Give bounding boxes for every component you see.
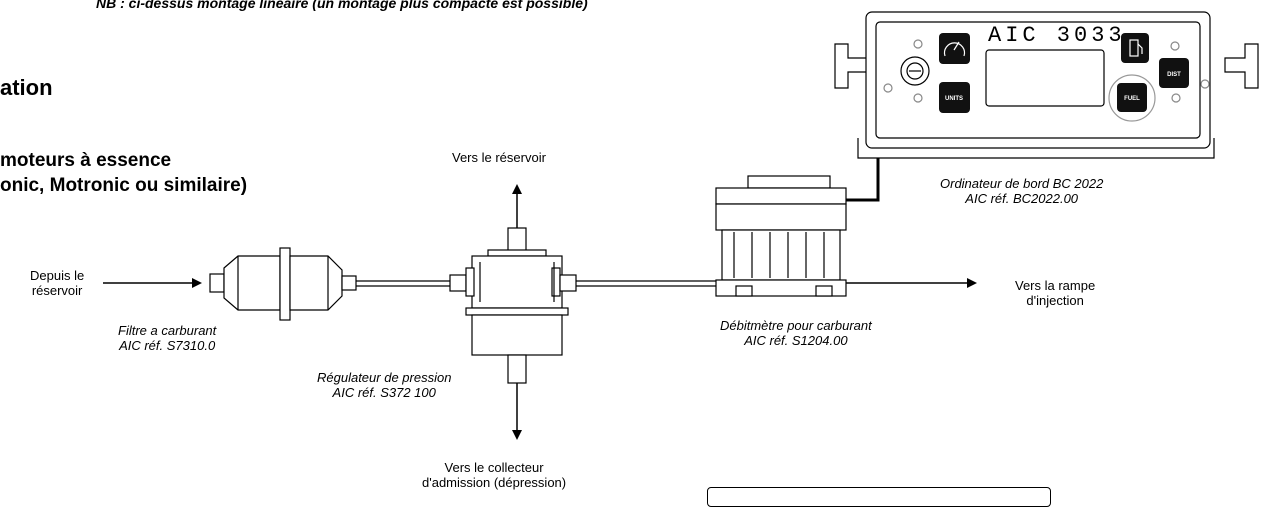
- gauge-icon: [943, 41, 966, 57]
- subheading-line-2: onic, Motronic ou similaire): [0, 175, 248, 196]
- clock-icon: [906, 62, 924, 80]
- label-flowmeter: Débitmètre pour carburant AIC réf. S1204…: [720, 318, 872, 348]
- fuel-button-label: FUEL: [1124, 96, 1140, 102]
- dist-button[interactable]: [1159, 58, 1189, 88]
- sensor-cable: [846, 158, 880, 202]
- fuel-pump-button[interactable]: [1121, 33, 1149, 63]
- units-button-label: UNITS: [945, 96, 963, 102]
- label-to-rail: Vers la rampe d'injection: [1015, 278, 1096, 308]
- section-heading: ation: [0, 75, 53, 100]
- dist-button-label: DIST: [1167, 72, 1181, 78]
- fuel-flowmeter: [715, 175, 847, 297]
- fuel-pump-icon: [1129, 39, 1143, 57]
- label-computer: Ordinateur de bord BC 2022 AIC réf. BC20…: [940, 176, 1104, 206]
- fuel-button[interactable]: [1117, 83, 1147, 112]
- device-brand: AIC 3033: [988, 23, 1126, 48]
- label-to-manifold: Vers le collecteur d'admission (dépressi…: [422, 460, 567, 490]
- label-from-tank: Depuis le réservoir: [30, 268, 85, 298]
- pipe-regulator-flowmeter: [576, 280, 716, 287]
- label-to-tank: Vers le réservoir: [452, 150, 546, 165]
- label-regulator: Régulateur de pression AIC réf. S372 100: [317, 370, 452, 400]
- pressure-regulator: [449, 227, 577, 384]
- fuel-system-diagram: AIC 3033 UNITS FUEL DIST: [103, 11, 1259, 440]
- fuel-filter: [209, 247, 357, 321]
- pipe-filter-regulator: [356, 280, 450, 287]
- label-filter: Filtre a carburant AIC réf. S7310.0: [118, 323, 217, 353]
- units-button[interactable]: [939, 82, 970, 113]
- blank-box: [707, 487, 1051, 507]
- diagram-note: NB : ci-dessus montage linéaire (un mont…: [96, 0, 588, 11]
- subheading-line-1: moteurs à essence: [0, 150, 172, 171]
